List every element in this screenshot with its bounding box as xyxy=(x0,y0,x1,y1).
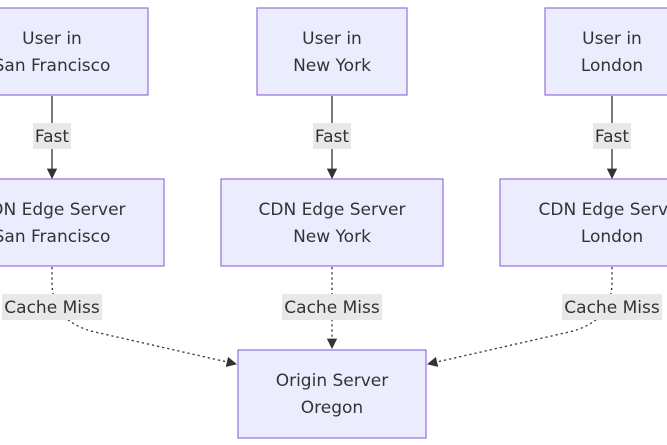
svg-text:Origin Server: Origin Server xyxy=(276,371,389,391)
node-cdn-san-francisco: CDN Edge Server San Francisco xyxy=(0,178,165,267)
svg-text:Fast: Fast xyxy=(315,127,349,147)
svg-text:CDN Edge Server: CDN Edge Server xyxy=(258,200,405,220)
svg-text:San Francisco: San Francisco xyxy=(0,227,110,247)
edge-label-london-cache-miss: Cache Miss xyxy=(562,294,662,320)
svg-text:New York: New York xyxy=(293,56,371,76)
svg-text:Cache Miss: Cache Miss xyxy=(564,298,660,318)
node-user-san-francisco: User in San Francisco xyxy=(0,7,149,96)
svg-text:Fast: Fast xyxy=(595,127,629,147)
svg-text:Oregon: Oregon xyxy=(301,398,363,418)
svg-text:Cache Miss: Cache Miss xyxy=(284,298,380,318)
svg-text:New York: New York xyxy=(293,227,371,247)
svg-text:San Francisco: San Francisco xyxy=(0,56,110,76)
svg-text:User in: User in xyxy=(22,29,82,49)
node-cdn-new-york: CDN Edge Server New York xyxy=(220,178,444,267)
svg-text:User in: User in xyxy=(302,29,362,49)
svg-text:London: London xyxy=(581,56,643,76)
node-user-new-york: User in New York xyxy=(256,7,408,96)
edge-cdn-sf-to-origin xyxy=(51,267,238,367)
node-origin-server: Origin Server Oregon xyxy=(237,349,427,439)
svg-text:Cache Miss: Cache Miss xyxy=(4,298,100,318)
edge-label-ny-cache-miss: Cache Miss xyxy=(282,294,382,320)
edge-label-sf-cache-miss: Cache Miss xyxy=(2,294,102,320)
svg-text:London: London xyxy=(581,227,643,247)
edge-cdn-london-to-origin xyxy=(426,267,613,367)
svg-text:CDN Edge Server: CDN Edge Server xyxy=(0,200,126,220)
edge-label-london-fast: Fast xyxy=(593,123,631,149)
edge-label-sf-fast: Fast xyxy=(33,123,71,149)
edge-label-ny-fast: Fast xyxy=(313,123,351,149)
svg-text:Fast: Fast xyxy=(35,127,69,147)
svg-text:User in: User in xyxy=(582,29,642,49)
node-cdn-london: CDN Edge Server London xyxy=(499,178,667,267)
node-user-london: User in London xyxy=(544,7,667,96)
svg-text:CDN Edge Server: CDN Edge Server xyxy=(538,200,667,220)
